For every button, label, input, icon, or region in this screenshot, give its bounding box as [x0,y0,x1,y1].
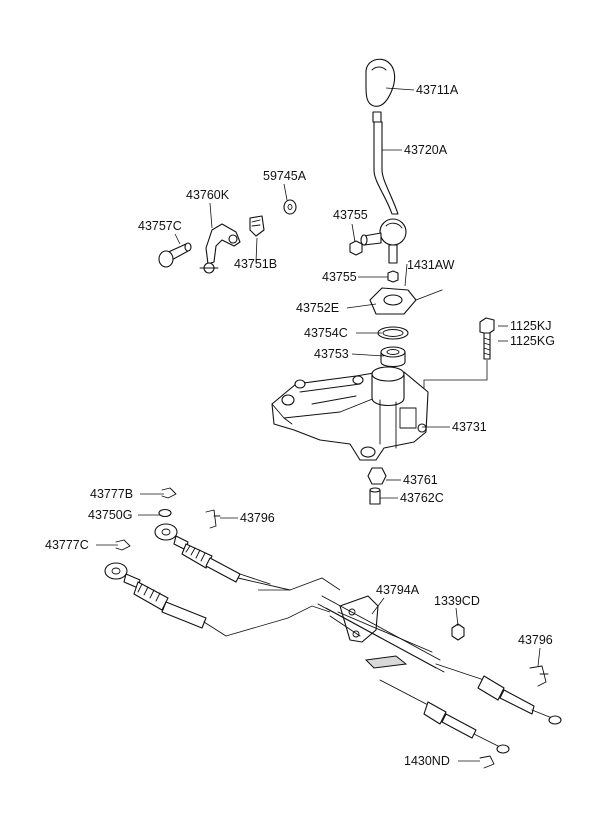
leader-line [537,647,541,667]
part-number-label: 43794A [376,583,420,597]
washer-part [283,199,297,215]
leader-line [455,607,459,627]
part-number-label: 43752E [296,301,339,315]
part-number-label: 59745A [263,169,307,183]
retaining-clip-part [529,665,549,687]
part-number-label: 43755 [333,208,368,222]
leader-line [385,87,415,91]
part-number-label: 1125KG [510,334,555,348]
part-number-label: 43777C [45,538,89,552]
part-number-label: 43750G [88,508,132,522]
grommet-part [367,467,387,485]
sleeve-part [369,487,381,505]
pivot-pin-part [158,242,192,268]
part-number-label: 1431AW [407,258,455,272]
part-number-label: 1125KJ [510,319,551,333]
part-number-label: 43711A [416,83,459,97]
part-number-label: 43761 [403,473,438,487]
part-number-label: 43777B [90,487,133,501]
shift-lever-part [360,111,407,264]
leader-line [209,202,213,229]
part-number-label: 43762C [400,491,444,505]
part-number-label: 43796 [518,633,553,647]
part-number-label: 1430ND [404,754,450,768]
shift-housing-part [271,366,429,461]
shift-cable-lower-part [104,562,331,637]
ring-part [377,326,409,340]
bracket-part [199,223,241,274]
part-number-label: 43755 [322,270,357,284]
leader-line [404,263,408,287]
leader-line [346,303,377,309]
nut-part [387,270,399,283]
leader-line [255,237,258,263]
clip-part [249,215,265,237]
clip-pin-part [479,755,495,769]
part-number-label: 43757C [138,219,182,233]
washer-part [158,508,172,518]
cable-bracket-part [317,595,445,673]
leader-line [351,353,385,357]
part-number-label: 43796 [240,511,275,525]
leader-line [351,223,356,243]
shift-knob-part [365,58,396,107]
nut-part [349,240,363,256]
guide-part [369,287,443,315]
part-number-label: 43760K [186,188,230,202]
part-number-label: 1339CD [434,594,480,608]
clip-part [161,487,177,499]
cable-end-part [364,655,510,754]
part-number-label: 43720A [404,143,448,157]
leader-line [283,183,288,201]
nut-part [451,623,465,641]
part-number-label: 43731 [452,420,487,434]
bolt-part [423,317,495,412]
part-number-label: 43753 [314,347,349,361]
part-number-label: 43754C [304,326,348,340]
cable-end-part [435,663,562,725]
leader-line [174,233,181,245]
leader-line [371,597,385,615]
retaining-clip-part [205,509,221,529]
shift-cable-upper-part [154,523,341,591]
bushing-part [380,346,406,368]
part-labels: 43711A 43720A 59745A 43760K 43757C 43755 43751… [45,83,555,768]
part-number-label: 43751B [234,257,277,271]
clip-part [115,539,131,551]
